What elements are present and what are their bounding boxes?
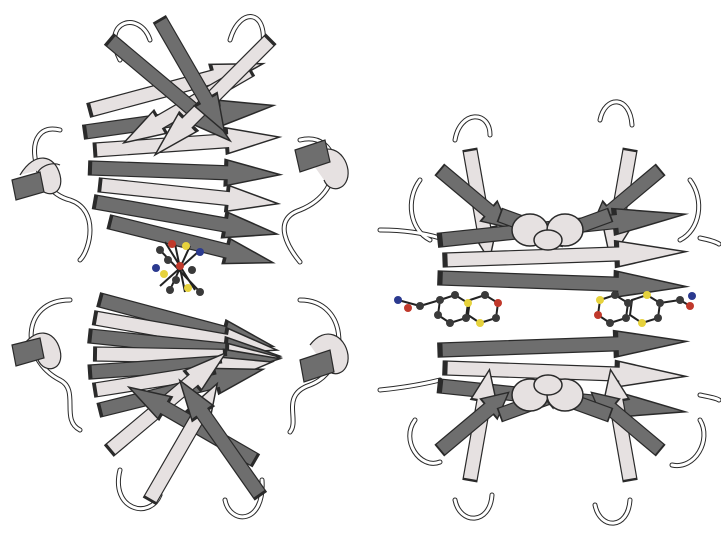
right-coils-inner bbox=[380, 102, 719, 523]
right-coils bbox=[380, 102, 719, 523]
right-panel-protein bbox=[380, 102, 719, 523]
ligand-ball-and-stick-left bbox=[394, 291, 502, 327]
left-panel-protein bbox=[12, 14, 348, 517]
left-upper-sheet bbox=[83, 14, 281, 276]
right-upper-helix bbox=[512, 214, 583, 250]
ligand-ball-and-stick-right bbox=[594, 291, 696, 327]
